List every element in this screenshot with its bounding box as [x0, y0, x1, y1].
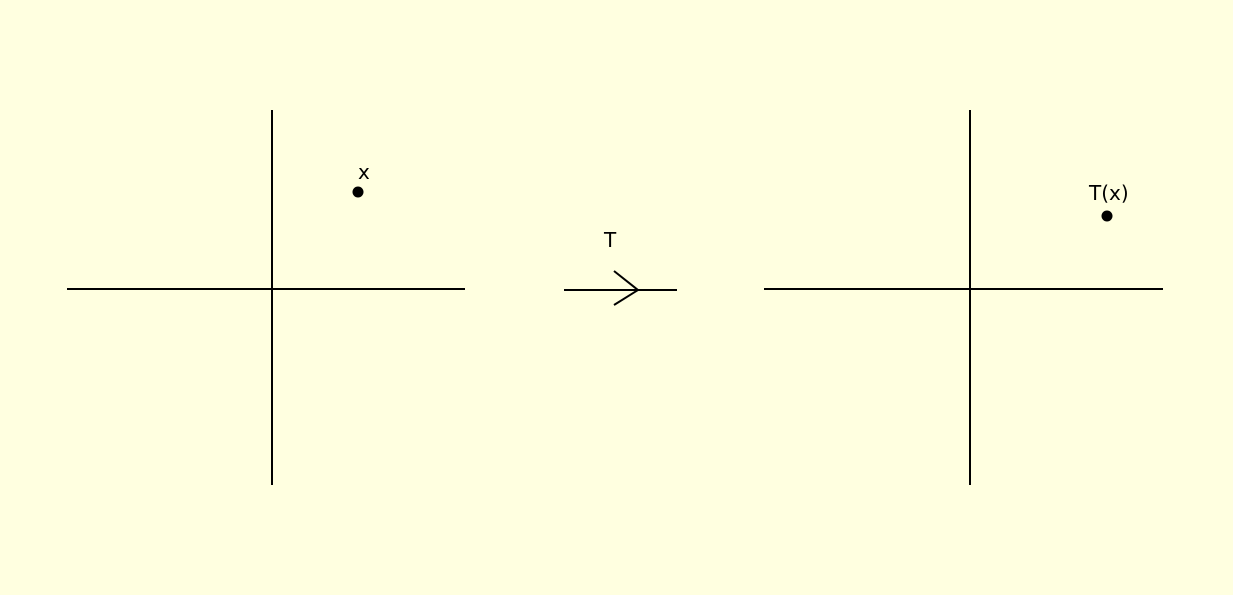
arrow-head	[613, 270, 640, 306]
domain-plane	[67, 110, 465, 485]
codomain-plane	[764, 110, 1163, 485]
mapping-label: T	[604, 228, 617, 252]
codomain-point-label: T(x)	[1089, 181, 1129, 205]
domain-point-label: x	[358, 160, 370, 184]
codomain-point	[1101, 210, 1113, 222]
mapping-arrow	[564, 270, 677, 306]
domain-point	[352, 186, 364, 198]
